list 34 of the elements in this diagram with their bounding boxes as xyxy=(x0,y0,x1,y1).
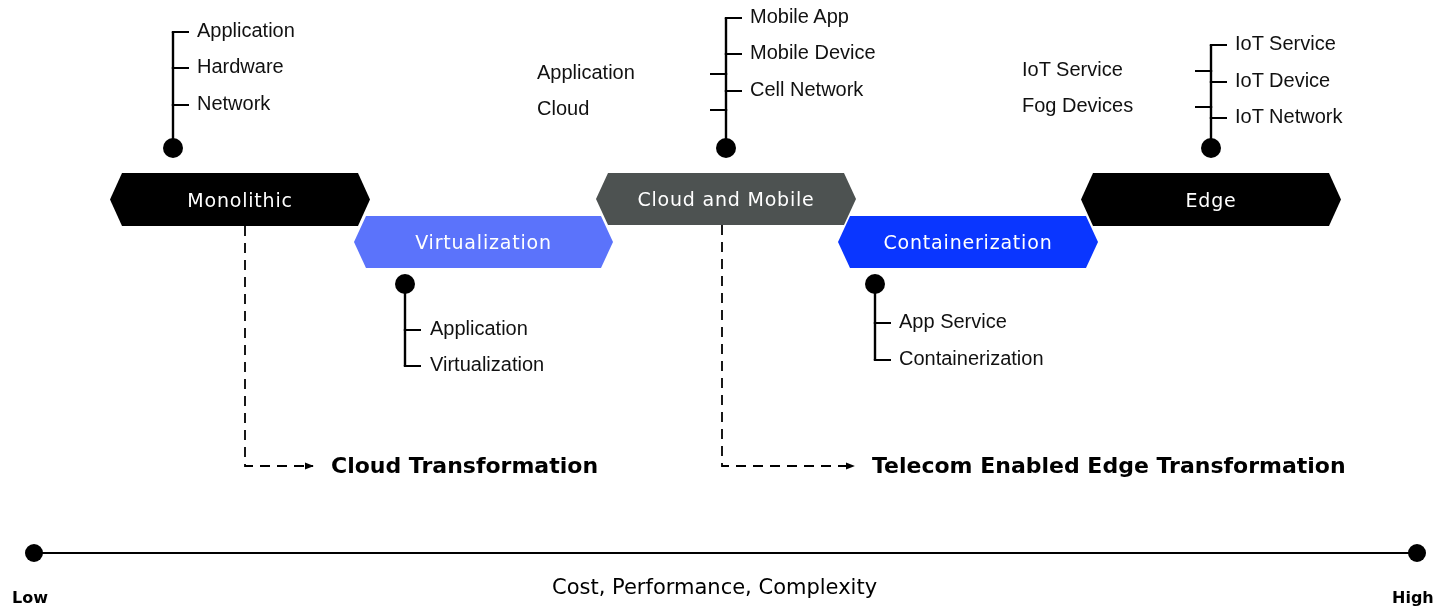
hexagon-stage xyxy=(596,173,856,225)
stage-label: Containerization xyxy=(883,231,1053,253)
stage-label: Cloud and Mobile xyxy=(637,188,815,210)
feature-label: Containerization xyxy=(899,346,1044,370)
stage-label: Virtualization xyxy=(415,231,552,253)
feature-label: Virtualization xyxy=(430,352,545,376)
dashed-arrow xyxy=(721,224,855,470)
axis-end-label: High xyxy=(1392,588,1434,607)
feature-label: IoT Device xyxy=(1235,68,1331,92)
feature-label: Cloud xyxy=(537,96,590,120)
feature-label: IoT Service xyxy=(1235,31,1336,55)
dashed-arrow xyxy=(244,225,314,470)
feature-label: Application xyxy=(430,316,528,340)
feature-label: Mobile Device xyxy=(750,40,876,64)
feature-label: Application xyxy=(537,60,635,84)
feature-label: IoT Service xyxy=(1022,57,1123,81)
feature-label: Mobile App xyxy=(750,4,849,28)
feature-label: Cell Network xyxy=(750,77,864,101)
hexagon-stage xyxy=(838,216,1098,268)
hexagon-stage xyxy=(1081,173,1341,226)
feature-label: Network xyxy=(197,91,271,115)
feature-label: Application xyxy=(197,18,295,42)
outcome-label: Telecom Enabled Edge Transformation xyxy=(872,452,1346,478)
outcome-label: Cloud Transformation xyxy=(331,452,599,478)
hexagon-stage xyxy=(110,173,370,226)
feature-label: IoT Network xyxy=(1235,104,1343,128)
axis-end-label: Low xyxy=(12,588,48,607)
stage-label: Edge xyxy=(1185,188,1237,211)
feature-label: Hardware xyxy=(197,54,284,78)
hexagon-stage xyxy=(354,216,613,268)
stage-label: Monolithic xyxy=(187,188,293,211)
feature-label: Fog Devices xyxy=(1022,93,1134,117)
axis-title: Cost, Performance, Complexity xyxy=(552,575,878,599)
feature-label: App Service xyxy=(899,309,1007,333)
